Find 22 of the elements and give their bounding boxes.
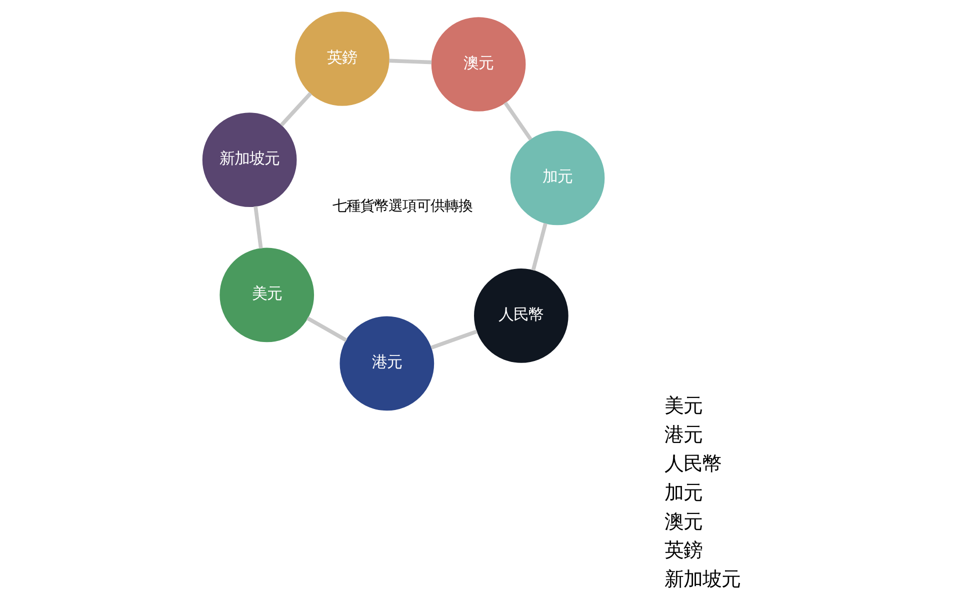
label: 新加坡元 (664, 568, 741, 591)
connector (306, 316, 348, 342)
label: 美元 (664, 394, 703, 418)
label: 加元 (664, 480, 703, 504)
node-circle: 新加坡元 (202, 112, 297, 208)
node-circle: 美元 (220, 248, 314, 342)
connector (430, 330, 478, 350)
node-text: 七種貨幣選項可供轉換 (332, 198, 473, 214)
connector (531, 222, 548, 271)
label: 港元 (664, 423, 703, 446)
node-circle: 港元 (340, 316, 434, 411)
node-circle: 澳元 (431, 17, 526, 112)
node-circle: 加元 (510, 130, 605, 226)
node-circle: 人民幣 (474, 268, 568, 363)
label: 澳元 (664, 510, 703, 533)
label: 英鎊 (664, 538, 703, 562)
connector (389, 58, 432, 64)
label: 人民幣 (664, 452, 722, 475)
connector (254, 206, 263, 249)
connector (504, 102, 532, 141)
node-circle: 英鎊 (295, 12, 390, 106)
connector (280, 92, 312, 126)
